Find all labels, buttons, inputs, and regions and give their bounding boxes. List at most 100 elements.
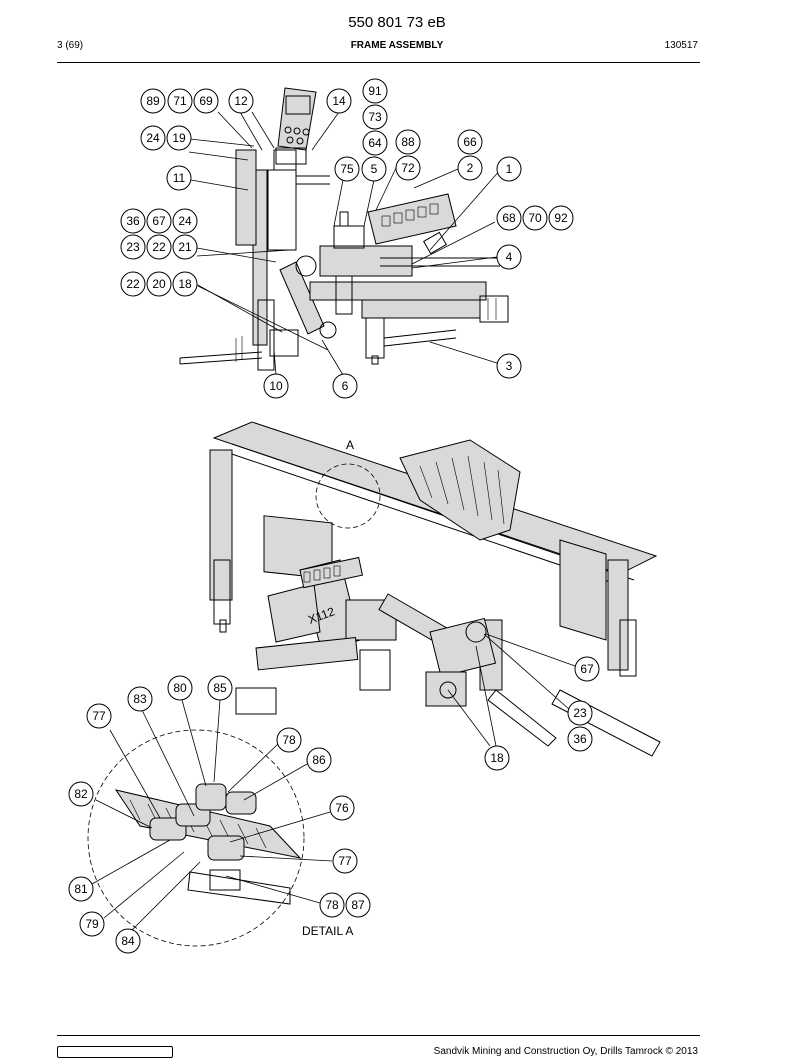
callout-20: 20 <box>146 271 172 297</box>
side-box <box>263 515 333 580</box>
svg-text:64: 64 <box>368 136 382 150</box>
callout-6: 6 <box>332 373 358 399</box>
callout-78b: 78 <box>319 892 345 918</box>
callout-82: 82 <box>68 781 94 807</box>
callout-91: 91 <box>362 78 388 104</box>
valve-block <box>367 193 457 245</box>
svg-text:12: 12 <box>234 94 248 108</box>
callout-66: 66 <box>457 129 483 155</box>
svg-text:5: 5 <box>371 162 378 176</box>
svg-text:11: 11 <box>173 171 186 185</box>
callout-2: 2 <box>457 155 483 181</box>
svg-text:18: 18 <box>490 751 504 765</box>
view-a-label: A <box>346 438 354 452</box>
callout-75: 75 <box>334 156 360 182</box>
callout-22b: 22 <box>120 271 146 297</box>
callout-5: 5 <box>361 156 387 182</box>
callout-71: 71 <box>167 88 193 114</box>
cable-chain <box>399 439 521 541</box>
callout-18b: 18 <box>484 745 510 771</box>
svg-text:24: 24 <box>178 214 192 228</box>
callout-14: 14 <box>326 88 352 114</box>
svg-text:71: 71 <box>173 94 187 108</box>
callout-12: 12 <box>228 88 254 114</box>
callout-77: 77 <box>86 703 112 729</box>
callout-77b: 77 <box>332 848 358 874</box>
footer-rule <box>57 1035 700 1036</box>
tilt-cylinder <box>279 261 325 335</box>
svg-text:76: 76 <box>335 801 349 815</box>
document-number: 550 801 73 eB <box>348 14 446 31</box>
callout-73: 73 <box>362 104 388 130</box>
svg-text:68: 68 <box>502 211 516 225</box>
detail-a-drawing: DETAIL A <box>87 729 353 947</box>
header-rule <box>57 62 700 63</box>
callout-22: 22 <box>146 234 172 260</box>
callout-79: 79 <box>79 911 105 937</box>
svg-text:88: 88 <box>401 135 415 149</box>
view-a-circle <box>315 463 381 529</box>
svg-text:82: 82 <box>74 787 88 801</box>
callout-18: 18 <box>172 271 198 297</box>
callout-85: 85 <box>207 675 233 701</box>
svg-text:18: 18 <box>178 277 192 291</box>
svg-text:3: 3 <box>506 359 513 373</box>
callout-1: 1 <box>496 156 522 182</box>
callout-70: 70 <box>522 205 548 231</box>
callout-84: 84 <box>115 928 141 954</box>
svg-text:24: 24 <box>146 131 160 145</box>
svg-text:2: 2 <box>467 161 474 175</box>
svg-text:21: 21 <box>178 240 192 254</box>
callout-87: 87 <box>345 892 371 918</box>
detail-a-circle <box>87 729 305 947</box>
callout-11: 11 <box>166 165 192 191</box>
callout-67: 67 <box>146 208 172 234</box>
iso-left-leg <box>209 449 233 601</box>
footer-copyright: Sandvik Mining and Construction Oy, Dril… <box>433 1046 698 1057</box>
svg-text:89: 89 <box>146 94 160 108</box>
svg-text:67: 67 <box>152 214 166 228</box>
svg-text:73: 73 <box>368 110 382 124</box>
callout-21: 21 <box>172 234 198 260</box>
iso-view-drawing: X112 A <box>209 421 661 757</box>
svg-text:36: 36 <box>573 732 587 746</box>
central-beam <box>319 245 413 277</box>
callout-72: 72 <box>395 155 421 181</box>
callout-80: 80 <box>167 675 193 701</box>
svg-text:1: 1 <box>506 162 513 176</box>
callout-76: 76 <box>329 795 355 821</box>
callout-69: 69 <box>193 88 219 114</box>
svg-text:75: 75 <box>340 162 354 176</box>
section-title: FRAME ASSEMBLY <box>350 40 444 51</box>
callout-92: 92 <box>548 205 574 231</box>
svg-text:85: 85 <box>213 681 227 695</box>
callout-23: 23 <box>120 234 146 260</box>
svg-text:84: 84 <box>121 934 135 948</box>
svg-text:10: 10 <box>269 379 283 393</box>
callout-68: 68 <box>496 205 522 231</box>
svg-text:77: 77 <box>338 854 352 868</box>
svg-text:92: 92 <box>554 211 568 225</box>
callout-24: 24 <box>140 125 166 151</box>
callout-86: 86 <box>306 747 332 773</box>
callout-36: 36 <box>120 208 146 234</box>
svg-text:79: 79 <box>85 917 99 931</box>
svg-text:80: 80 <box>173 681 187 695</box>
callout-4: 4 <box>496 244 522 270</box>
svg-text:4: 4 <box>506 250 513 264</box>
callout-89: 89 <box>140 88 166 114</box>
callout-81: 81 <box>68 876 94 902</box>
svg-text:22: 22 <box>152 240 166 254</box>
callout-67b: 67 <box>574 656 600 682</box>
svg-text:78: 78 <box>282 733 296 747</box>
callout-36b: 36 <box>567 726 593 752</box>
svg-text:20: 20 <box>152 277 166 291</box>
callout-3: 3 <box>496 353 522 379</box>
page-number: 3 (69) <box>57 40 84 51</box>
svg-text:83: 83 <box>133 692 147 706</box>
callout-83: 83 <box>127 686 153 712</box>
svg-text:23: 23 <box>573 706 587 720</box>
callout-19: 19 <box>166 125 192 151</box>
svg-text:67: 67 <box>580 662 594 676</box>
